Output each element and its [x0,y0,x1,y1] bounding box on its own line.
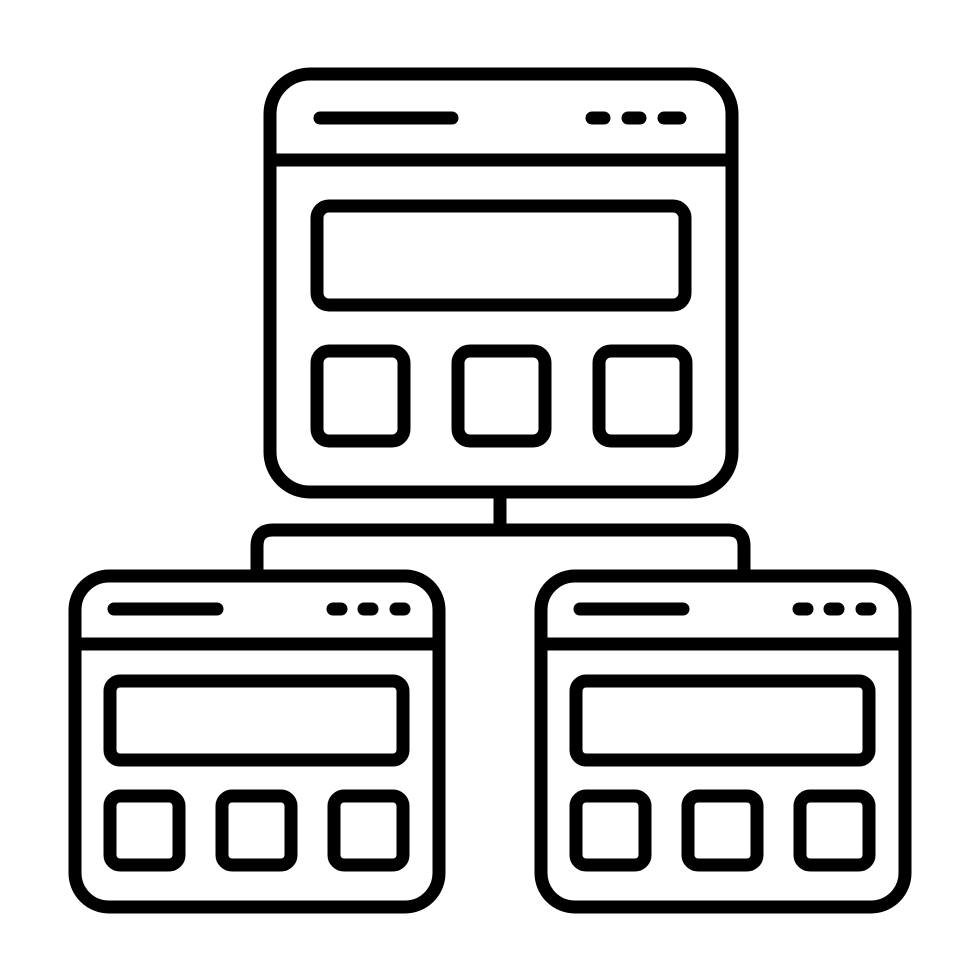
right-window-banner [569,674,876,767]
child-browser-window-right [534,569,912,914]
left-window-block-2 [215,789,298,872]
left-window-block-3 [327,789,410,872]
hierarchy-connector [250,487,751,577]
right-window-block-2 [681,789,764,872]
right-window-block-3 [793,789,876,872]
left-window-block-1 [103,789,186,872]
parent-window-frame [263,67,739,499]
left-window-banner [103,674,410,767]
parent-window-block-3 [592,344,693,448]
parent-window-block-2 [451,344,552,448]
right-window-block-1 [569,789,652,872]
left-window-frame [68,569,446,914]
parent-window-banner [310,199,692,312]
right-window-frame [534,569,912,914]
parent-window-block-1 [310,344,411,448]
parent-browser-window [263,67,739,499]
child-browser-window-left [68,569,446,914]
